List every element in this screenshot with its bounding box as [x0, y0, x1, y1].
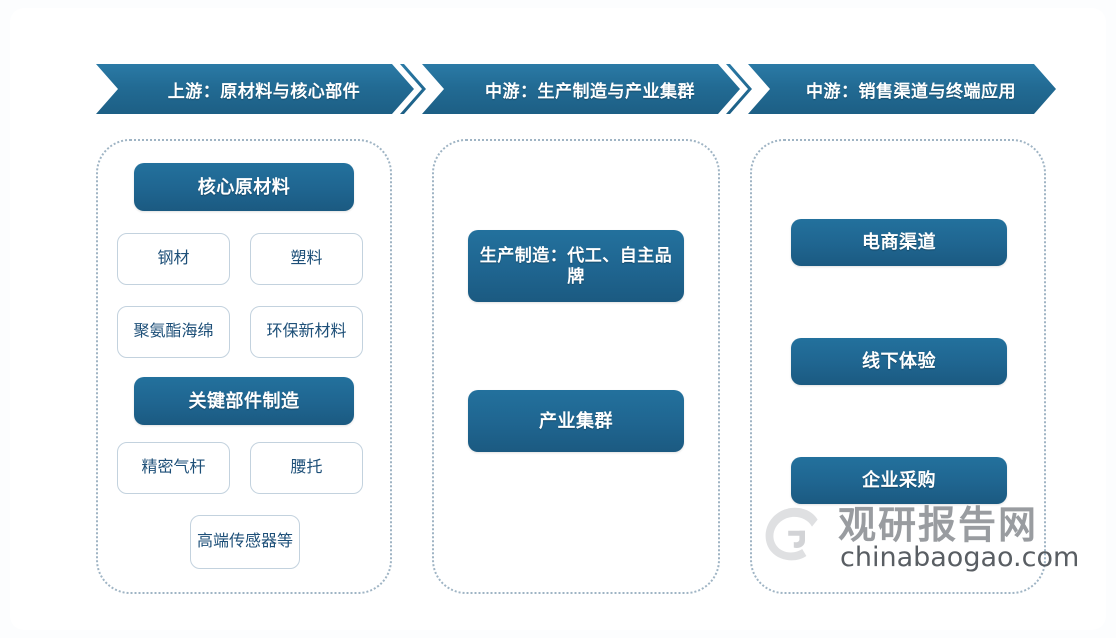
stage-banner-downstream-label: 中游：销售渠道与终端应用: [806, 81, 1016, 101]
block-ecommerce-channel: 电商渠道: [791, 219, 1007, 266]
stage-banner-midstream-label: 中游：生产制造与产业集群: [485, 81, 695, 101]
block-offline-experience: 线下体验: [791, 338, 1007, 385]
group-heading-core-raw-materials: 核心原材料: [134, 163, 354, 211]
block-manufacturing-oem-own-brand: 生产制造：代工、自主品牌: [468, 230, 684, 302]
column-upstream: [96, 139, 392, 594]
item-lumbar-support: 腰托: [250, 442, 363, 494]
stage-banner-upstream: 上游：原材料与核心部件: [96, 64, 414, 114]
stage-banner-row: 上游：原材料与核心部件 中游：生产制造与产业集群 中游：销售渠道与终端应用: [96, 64, 1056, 114]
item-precision-gas-rod: 精密气杆: [117, 442, 230, 494]
stage-banner-downstream: 中游：销售渠道与终端应用: [748, 64, 1056, 114]
diagram-card: 上游：原材料与核心部件 中游：生产制造与产业集群 中游：销售渠道与终端应用 核心…: [10, 8, 1106, 630]
column-downstream: [750, 139, 1046, 594]
group-heading-key-component-manufacturing: 关键部件制造: [134, 377, 354, 425]
block-enterprise-procurement: 企业采购: [791, 457, 1007, 504]
block-industrial-cluster: 产业集群: [468, 390, 684, 452]
stage-banner-midstream: 中游：生产制造与产业集群: [422, 64, 740, 114]
item-high-end-sensors: 高端传感器等: [190, 515, 300, 569]
item-polyurethane-foam: 聚氨酯海绵: [117, 306, 230, 358]
item-eco-new-material: 环保新材料: [250, 306, 363, 358]
item-plastic: 塑料: [250, 233, 363, 285]
item-steel: 钢材: [117, 233, 230, 285]
column-midstream: [432, 139, 720, 594]
stage-banner-upstream-label: 上游：原材料与核心部件: [167, 81, 361, 101]
